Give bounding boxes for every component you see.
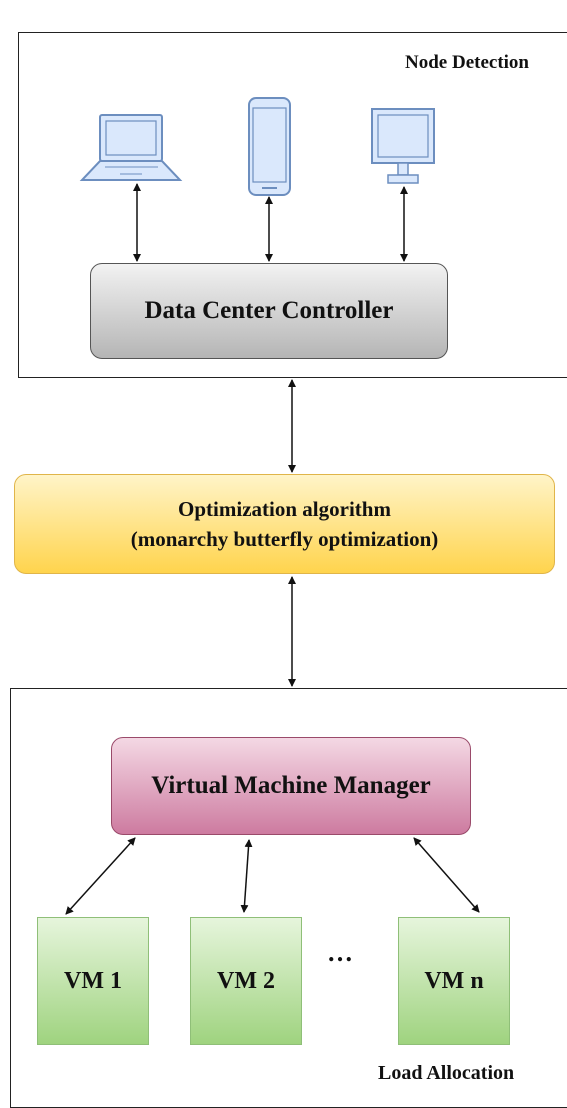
laptop-icon <box>79 114 183 181</box>
manager-vm1-connector <box>65 837 136 915</box>
load-allocation-label: Load Allocation <box>378 1062 515 1084</box>
node-detection-label: Node Detection <box>405 52 529 73</box>
vm-ellipsis: … <box>327 938 354 967</box>
optimization-algorithm-title: Optimization algorithm <box>178 497 391 521</box>
vm-2-box: VM 2 <box>190 917 302 1045</box>
virtual-machine-manager-box: Virtual Machine Manager <box>111 737 471 835</box>
smartphone-icon <box>248 97 291 196</box>
optimization-algorithm-box: Optimization algorithm (monarchy butterf… <box>14 474 555 574</box>
manager-vmn-connector <box>413 837 480 913</box>
manager-vm2-connector <box>240 839 253 913</box>
data-center-controller-box: Data Center Controller <box>90 263 448 359</box>
vm-n-box: VM n <box>398 917 510 1045</box>
optimization-algorithm-subtitle: (monarchy butterfly optimization) <box>130 527 439 551</box>
monitor-icon <box>371 108 435 184</box>
vm-1-box: VM 1 <box>37 917 149 1045</box>
